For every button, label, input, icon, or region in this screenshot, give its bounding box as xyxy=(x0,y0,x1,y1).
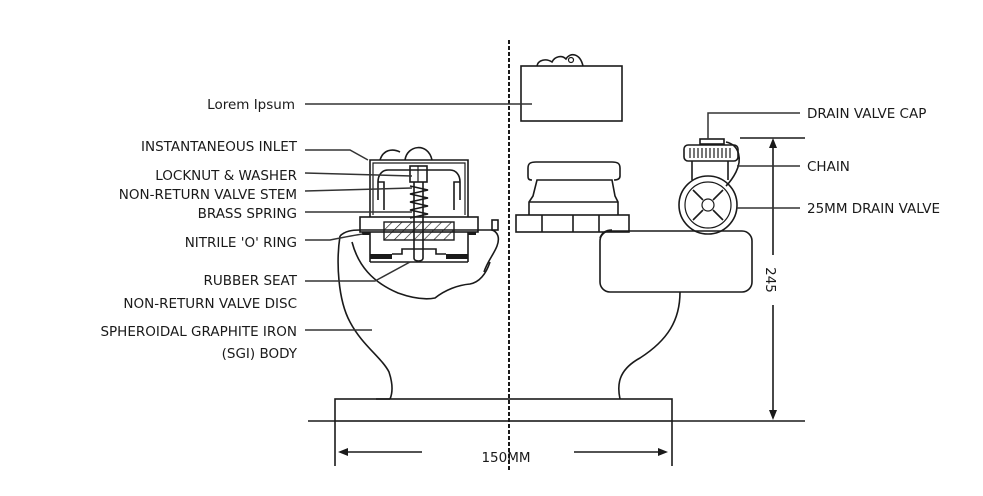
labels-right: DRAIN VALVE CAP CHAIN 25MM DRAIN VALVE xyxy=(807,106,940,217)
outlet-coupling xyxy=(515,161,630,233)
pin xyxy=(491,219,499,231)
cap-box xyxy=(520,53,623,122)
label-drain-valve: 25MM DRAIN VALVE xyxy=(807,201,940,217)
instantaneous-inlet xyxy=(359,146,479,263)
labels-left: Lorem Ipsum INSTANTANEOUS INLET LOCKNUT … xyxy=(100,97,297,362)
label-instantaneous-inlet: INSTANTANEOUS INLET xyxy=(141,139,298,155)
sgi-body-left xyxy=(337,229,500,400)
label-brass-spring: BRASS SPRING xyxy=(198,206,297,222)
label-chain: CHAIN xyxy=(807,159,850,175)
label-valve-stem: NON-RETURN VALVE STEM xyxy=(119,187,297,203)
base-flange xyxy=(308,398,805,422)
label-rubber-seat: RUBBER SEAT xyxy=(203,273,297,289)
brass-spring xyxy=(409,185,429,219)
label-locknut-washer: LOCKNUT & WASHER xyxy=(155,168,297,184)
valve-stem-assembly xyxy=(409,165,429,262)
sgi-body-right xyxy=(599,229,753,400)
label-o-ring: NITRILE 'O' RING xyxy=(185,235,297,251)
label-lorem-ipsum: Lorem Ipsum xyxy=(207,97,295,113)
height-dimension-label: 245 xyxy=(762,267,778,293)
label-sgi-body-line1: SPHEROIDAL GRAPHITE IRON xyxy=(100,324,297,340)
width-dimension-label: 150MM xyxy=(481,450,530,466)
leader-lines-left xyxy=(304,103,532,331)
label-valve-disc: NON-RETURN VALVE DISC xyxy=(123,296,297,312)
label-drain-valve-cap: DRAIN VALVE CAP xyxy=(807,106,926,122)
label-sgi-body-line2: (SGI) BODY xyxy=(222,346,298,362)
dimension-width: 150MM xyxy=(334,421,673,466)
chain xyxy=(725,141,740,187)
drain-valve xyxy=(678,138,740,235)
dimension-height: 245 xyxy=(740,137,805,420)
leader-lines-right xyxy=(707,112,800,209)
